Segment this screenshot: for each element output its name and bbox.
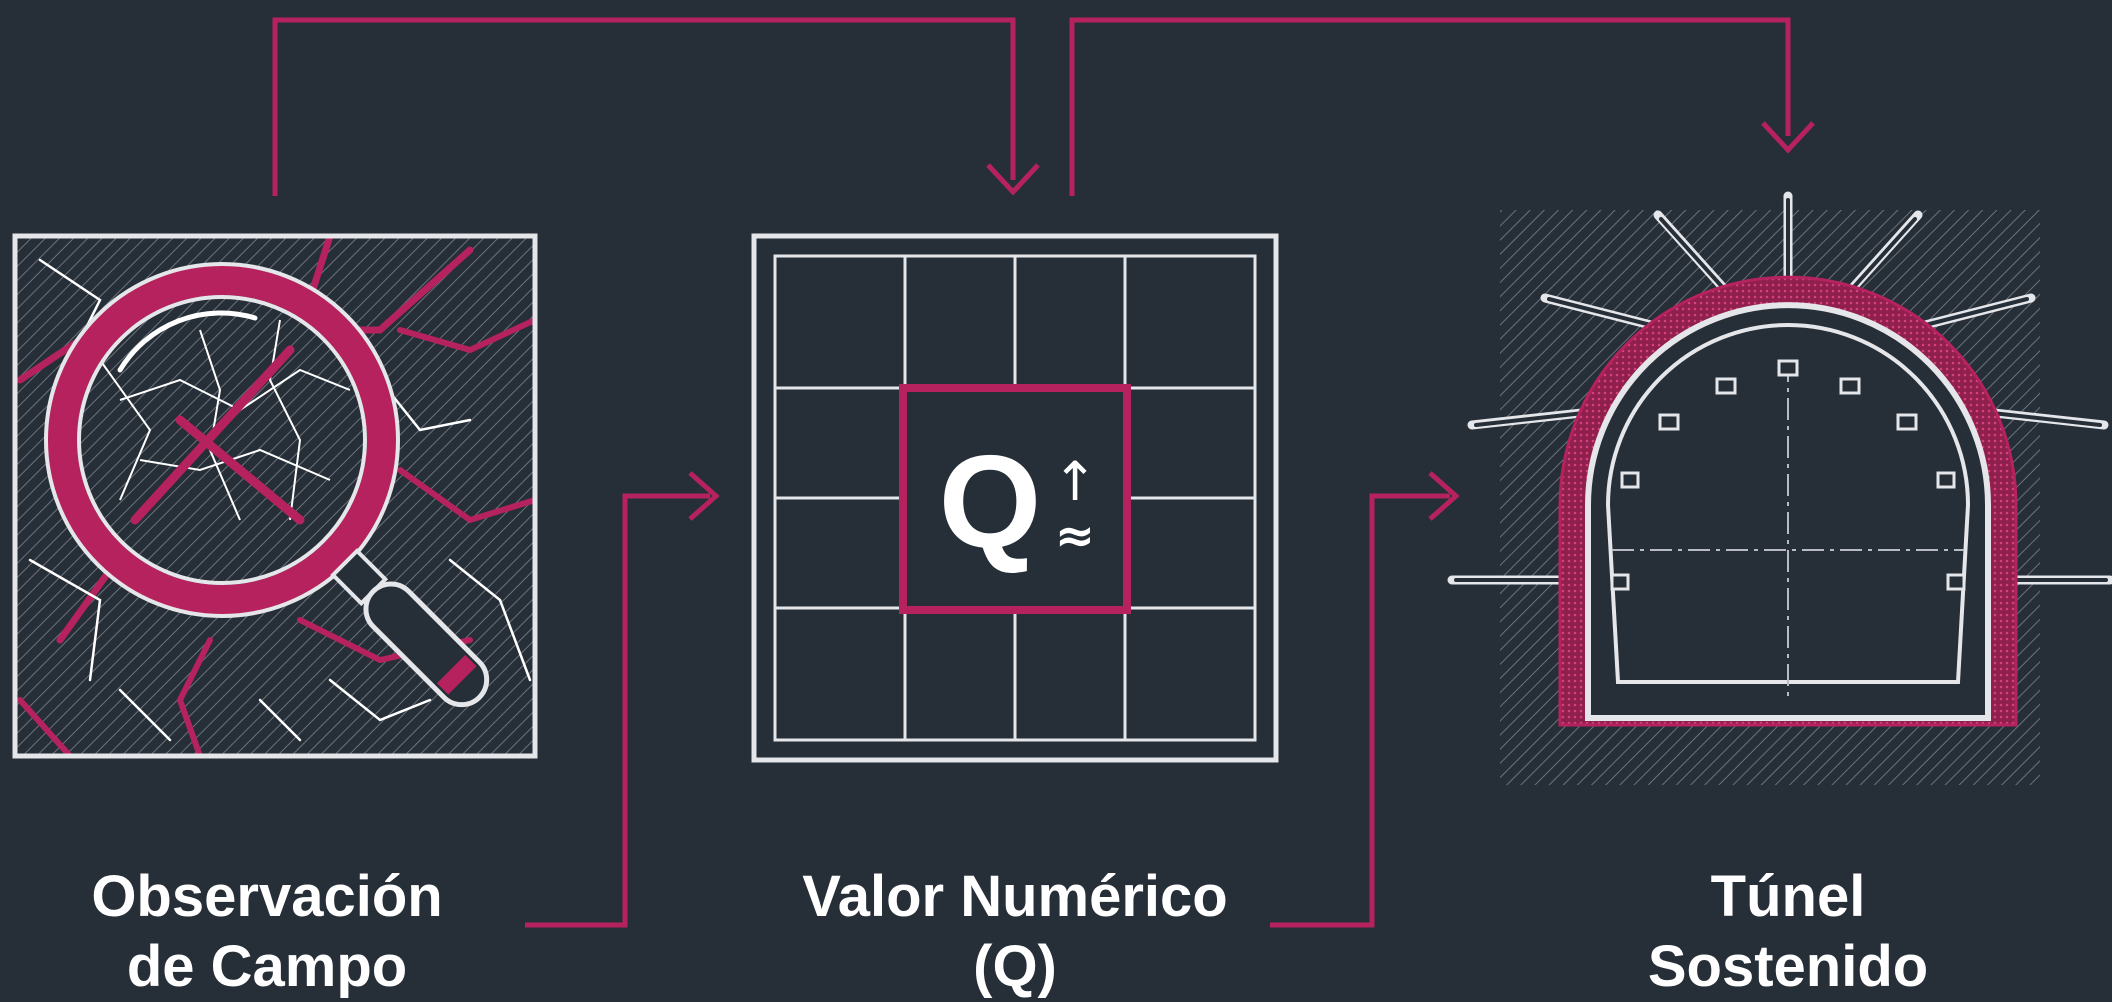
step-connector-2-to-3 bbox=[1270, 493, 1450, 928]
step-label-observation: Observación de Campo bbox=[0, 862, 587, 1002]
step-label-line: Sostenido bbox=[1647, 934, 1929, 999]
increase-arrow-icon: ↑ bbox=[1052, 450, 1097, 513]
q-value-box bbox=[899, 384, 1131, 614]
bolt-plates bbox=[1610, 359, 1966, 591]
tunnel-lining bbox=[1585, 302, 1991, 721]
step-connector-1-to-2 bbox=[525, 493, 710, 928]
step-arrowhead-2 bbox=[688, 471, 720, 521]
step-label-numeric-value: Valor Numérico (Q) bbox=[695, 862, 1335, 1002]
step-label-line: (Q) bbox=[973, 934, 1057, 999]
step-label-supported-tunnel: Túnel Sostenido bbox=[1468, 862, 2108, 1002]
step-label-line: Valor Numérico bbox=[802, 864, 1228, 929]
step-label-line: de Campo bbox=[126, 934, 408, 999]
magnifying-glass-rock-mass-icon bbox=[12, 233, 538, 759]
step-label-line: Túnel bbox=[1710, 864, 1866, 929]
feedback-arrowhead-tunnel bbox=[1761, 121, 1815, 154]
feedback-connector-observation-to-q bbox=[272, 17, 1016, 196]
approximately-icon: ≈ bbox=[1055, 508, 1095, 564]
step-label-line: Observación bbox=[91, 864, 443, 929]
q-value-grid-icon: Q ↑ ≈ bbox=[751, 233, 1279, 763]
supported-tunnel-icon bbox=[1447, 191, 2112, 785]
step-arrowhead-3 bbox=[1428, 471, 1460, 521]
feedback-connector-q-to-tunnel bbox=[1069, 17, 1791, 196]
q-letter: Q bbox=[939, 428, 1042, 575]
feedback-arrowhead-q bbox=[986, 163, 1040, 196]
flow-connectors bbox=[272, 17, 1815, 928]
